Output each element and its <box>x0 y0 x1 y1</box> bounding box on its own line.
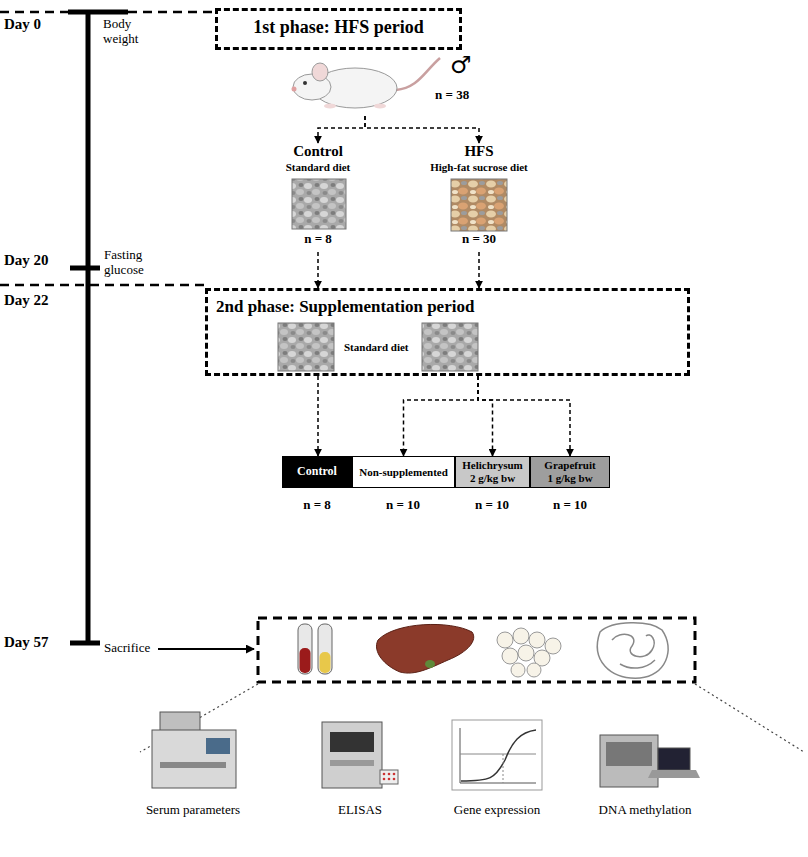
node-text: High-fat sucrose diet <box>430 161 528 174</box>
day-label: Day 57 <box>4 634 49 651</box>
elisa-reader <box>322 722 398 788</box>
standard-pellets <box>292 179 346 229</box>
node-heading: Control <box>297 465 337 479</box>
flow-arrow <box>478 376 570 456</box>
node-heading: Control <box>293 143 343 160</box>
standard-pellets <box>278 323 334 371</box>
mouse-group: ♂ n = 38 <box>285 52 485 116</box>
pyrosequencer <box>600 735 700 787</box>
node-text: n = 30 <box>462 232 496 247</box>
sacrifice-arrow <box>158 648 254 650</box>
node-text: n = 38 <box>435 88 469 103</box>
analysis-label: Serum parameters <box>146 803 240 818</box>
analysis-label: Gene expression <box>454 803 540 818</box>
phase-box: 2nd phase: Supplementation periodStandar… <box>205 288 690 376</box>
timeline-tick <box>70 266 100 271</box>
node-heading: Helichrysum <box>462 459 523 472</box>
blood-tube <box>318 624 332 674</box>
timeline-tick <box>70 641 100 646</box>
node-heading: HFS <box>464 143 493 160</box>
leader-line <box>695 684 804 752</box>
group-box: Helichrysum2 g/kg bw <box>455 456 530 488</box>
diet-pellets <box>278 179 507 371</box>
timeline-axis <box>86 12 91 645</box>
flow-arrow <box>317 252 319 288</box>
node-heading: 2nd phase: Supplementation period <box>216 297 474 317</box>
node-heading: ♂ <box>450 52 472 80</box>
group-box: Grapefruit1 g/kg bw <box>530 456 610 488</box>
node-heading: Non-supplemented <box>359 466 448 479</box>
day-label: Day 22 <box>4 292 49 309</box>
hfs-pellets <box>451 179 507 231</box>
timepoint-note: Body weight <box>103 17 153 47</box>
amplification-plot <box>452 720 542 790</box>
group-size: n = 10 <box>553 498 587 513</box>
node-text: n = 8 <box>304 232 332 247</box>
standard-pellets <box>422 323 478 371</box>
node-text: 2 g/kg bw <box>470 472 515 485</box>
node-text: Standard diet <box>286 161 351 174</box>
phase-box: 1st phase: HFS period <box>215 8 462 50</box>
flow-arrow <box>404 376 479 456</box>
diet-group: HFSHigh-fat sucrose diet n = 30 <box>418 143 540 252</box>
flow-arrow <box>478 376 493 456</box>
timepoint-note: Fasting glucose <box>104 248 159 278</box>
group-size: n = 10 <box>475 498 509 513</box>
serum-analyzer <box>152 712 236 788</box>
adipocyte-icon <box>497 628 561 677</box>
intestine-icon <box>597 623 668 678</box>
phase-divider <box>0 284 205 287</box>
node-text: Standard diet <box>344 341 409 354</box>
node-heading: Grapefruit <box>544 459 595 472</box>
day-label: Day 20 <box>4 252 49 269</box>
phase-divider <box>128 11 215 14</box>
sacrifice-box <box>258 618 695 682</box>
flow-arrow <box>317 376 319 456</box>
phase-divider <box>0 11 68 14</box>
analysis-label: DNA methylation <box>599 803 692 818</box>
group-size: n = 8 <box>303 498 331 513</box>
analysis-instruments <box>152 712 700 790</box>
mouse-picture <box>292 58 441 109</box>
flow-arrow <box>318 116 365 143</box>
node-heading: 1st phase: HFS period <box>253 17 424 38</box>
flow-arrow <box>478 252 480 288</box>
liver-icon <box>377 624 474 673</box>
analysis-label: ELISAS <box>338 803 382 818</box>
node-text: 1 g/kg bw <box>547 472 592 485</box>
timeline-tick <box>68 10 128 15</box>
diet-group: ControlStandard diet n = 8 <box>268 143 368 252</box>
timepoint-note: Sacrifice <box>104 641 150 656</box>
group-size: n = 10 <box>386 498 420 513</box>
timeline <box>0 12 254 649</box>
day-label: Day 0 <box>4 16 41 33</box>
group-box: Non-supplemented <box>352 456 455 488</box>
blood-tube <box>298 624 312 674</box>
group-box: Control <box>282 456 352 488</box>
flow-arrow <box>365 116 479 143</box>
